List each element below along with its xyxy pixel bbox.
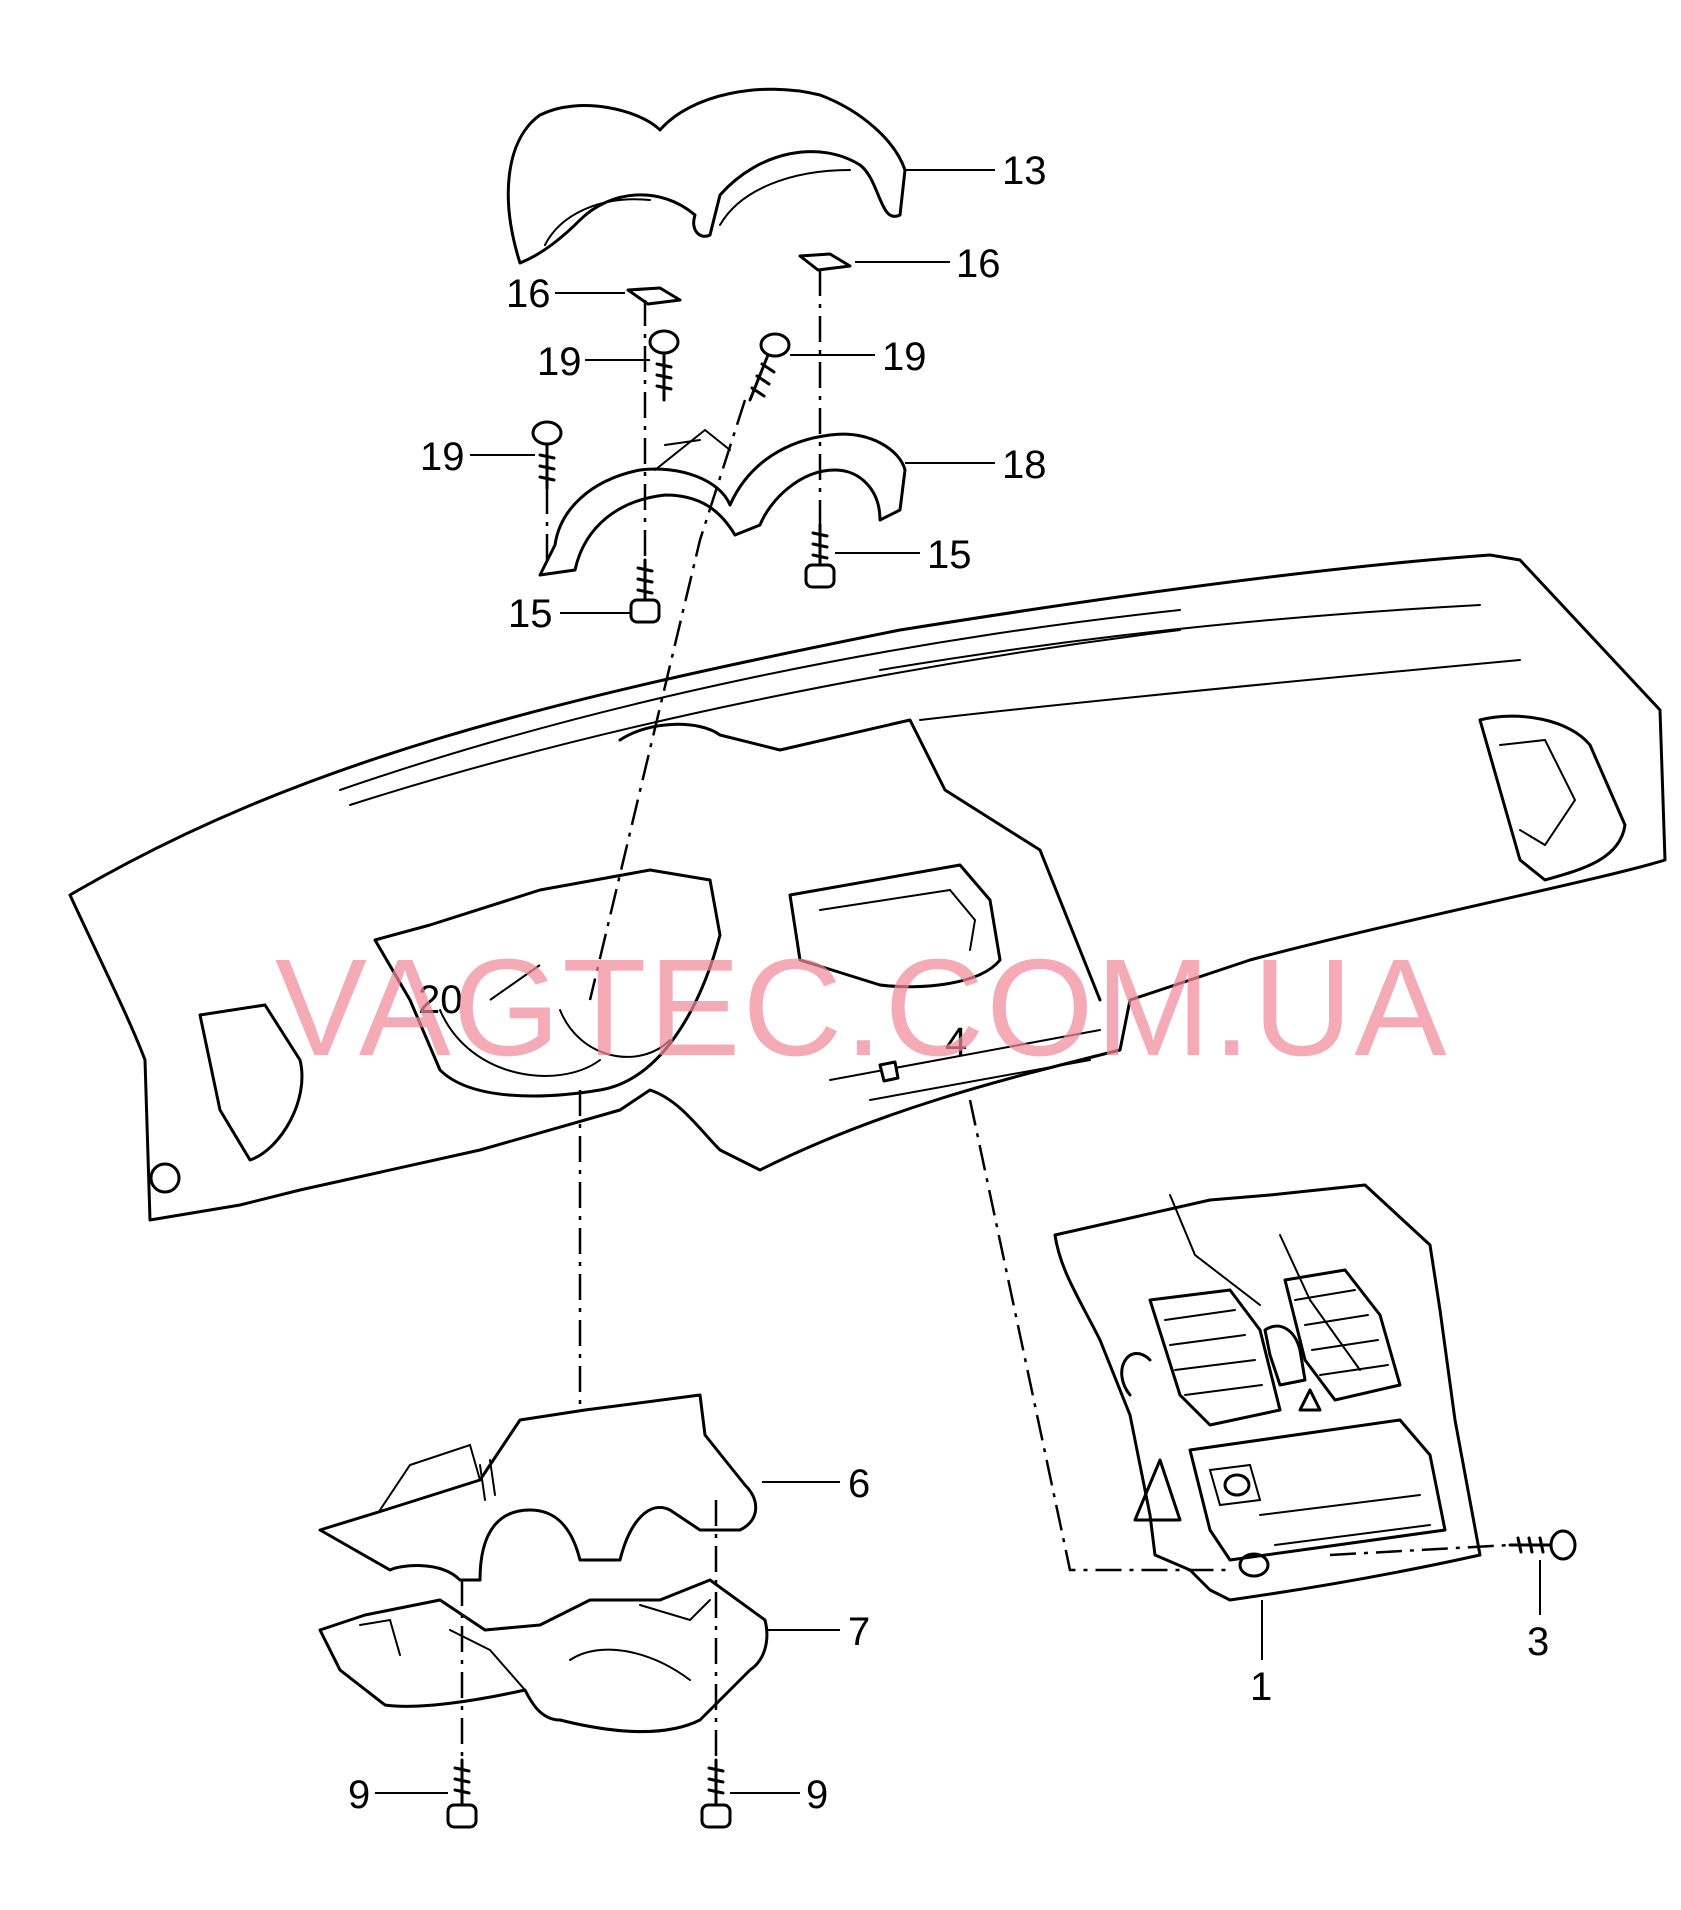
screw-9-right bbox=[700, 1758, 732, 1829]
callout-19-left: 19 bbox=[537, 340, 582, 384]
callout-9-right: 9 bbox=[806, 1773, 828, 1817]
screw-19-center bbox=[648, 329, 680, 402]
callout-15-left: 15 bbox=[508, 592, 553, 636]
leader-lines bbox=[375, 169, 1541, 1794]
callout-1: 1 bbox=[1250, 1665, 1272, 1709]
screw-19-left bbox=[531, 420, 563, 490]
assembly-lines bbox=[460, 270, 1511, 1760]
steering-column-shroud-lower bbox=[318, 1578, 769, 1733]
callout-15-right: 15 bbox=[927, 533, 972, 577]
callout-16-right: 16 bbox=[956, 242, 1001, 286]
dashboard-panel bbox=[68, 553, 1667, 1222]
screw-9-left bbox=[446, 1758, 478, 1829]
callout-19-right: 19 bbox=[882, 335, 927, 379]
screw-15-right bbox=[804, 523, 836, 589]
callout-4: 4 bbox=[945, 1020, 967, 1064]
screw-19-right bbox=[748, 332, 791, 402]
callout-9-left: 9 bbox=[348, 1773, 370, 1817]
callout-16-left: 16 bbox=[506, 272, 551, 316]
instrument-cowl-lower bbox=[538, 428, 907, 577]
steering-column-shroud-upper bbox=[318, 1393, 758, 1582]
screw-3 bbox=[1508, 1529, 1577, 1561]
center-vent-console bbox=[1053, 1183, 1482, 1602]
clip-16-left bbox=[626, 286, 682, 306]
callout-20: 20 bbox=[418, 978, 463, 1022]
clip-16-right bbox=[798, 252, 852, 272]
callout-labels: 13 16 16 19 19 19 18 15 15 20 4 6 7 1 3 … bbox=[348, 149, 1549, 1817]
screw-15-left bbox=[629, 558, 661, 624]
callout-19-far-left: 19 bbox=[420, 435, 465, 479]
callout-7: 7 bbox=[848, 1610, 870, 1654]
watermark-text: VAGTEC.COM.UA bbox=[275, 931, 1449, 1085]
callout-3: 3 bbox=[1527, 1620, 1549, 1664]
instrument-cowl-upper bbox=[506, 87, 907, 265]
callout-6: 6 bbox=[848, 1462, 870, 1506]
callout-18: 18 bbox=[1002, 443, 1047, 487]
callout-13: 13 bbox=[1002, 149, 1047, 193]
